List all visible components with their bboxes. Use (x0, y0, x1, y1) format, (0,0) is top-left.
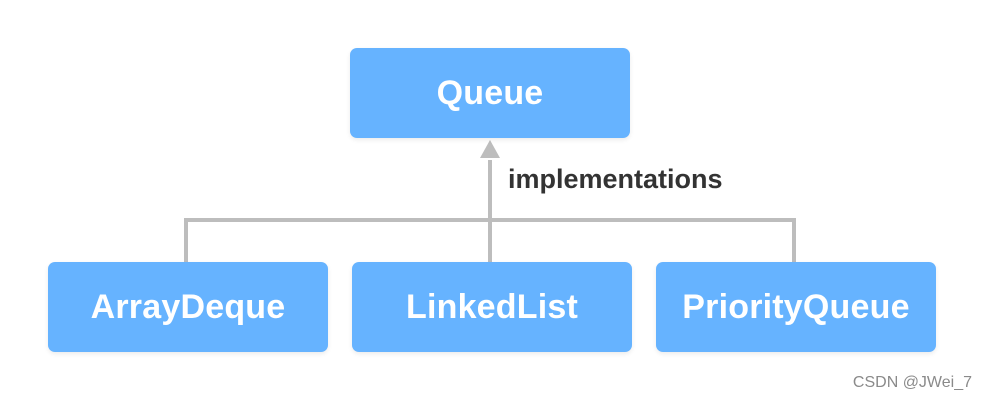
node-queue: Queue (350, 48, 630, 138)
node-priorityqueue: PriorityQueue (656, 262, 936, 352)
node-arraydeque: ArrayDeque (48, 262, 328, 352)
edge-label-implementations: implementations (508, 164, 723, 194)
watermark-text: CSDN @JWei_7 (852, 374, 972, 391)
node-linkedlist: LinkedList (352, 262, 632, 352)
arrow-head-icon (480, 140, 500, 158)
